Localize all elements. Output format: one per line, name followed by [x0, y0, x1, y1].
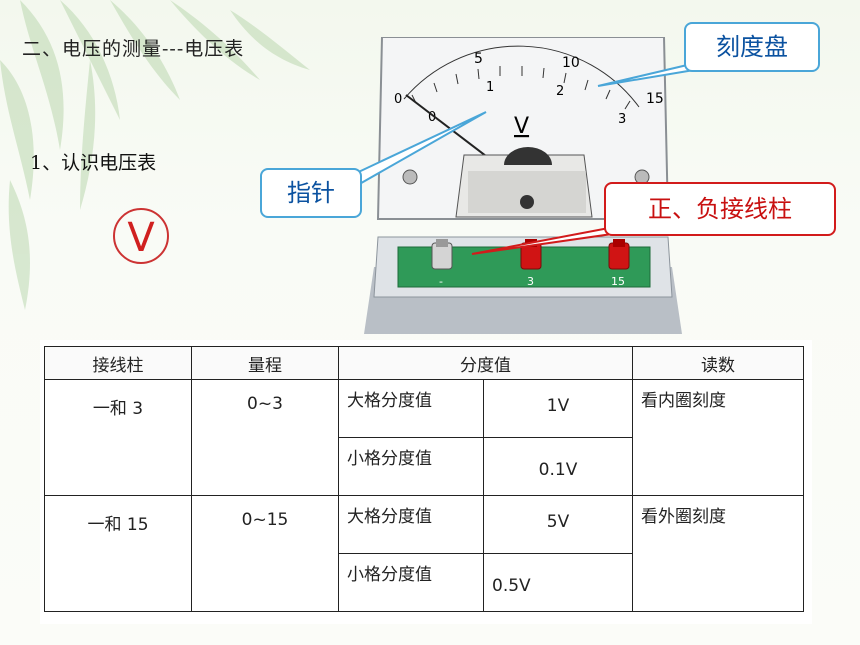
- callout-dial: 刻度盘: [684, 22, 820, 72]
- cell-terminal: 一和 15: [44, 495, 192, 612]
- callout-pointer: 指针: [260, 168, 362, 218]
- cell-big-label: 大格分度值: [338, 379, 484, 438]
- terminal-label-negative: -: [439, 275, 443, 288]
- cell-reading: 看内圈刻度: [632, 379, 804, 496]
- scale-label-15: 15: [646, 91, 664, 107]
- header-range: 量程: [191, 346, 339, 380]
- cell-range: 0~3: [191, 379, 339, 496]
- cell-small-value: 0.1V: [483, 437, 633, 496]
- scale-label-3: 3: [618, 112, 626, 127]
- cell-small-label: 小格分度值: [338, 553, 484, 612]
- section-heading: 二、电压的测量---电压表: [22, 38, 245, 60]
- scale-label-1: 1: [486, 80, 494, 95]
- cell-small-label: 小格分度值: [338, 437, 484, 496]
- cell-terminal: 一和 3: [44, 379, 192, 496]
- willow-leaves-decoration: [0, 0, 310, 310]
- scale-label-2: 2: [556, 84, 564, 99]
- terminal-negative: [431, 239, 453, 270]
- scale-label-10: 10: [562, 55, 580, 71]
- table-row: 小格分度值 0.5V: [45, 553, 804, 612]
- cell-big-value: 5V: [483, 495, 633, 554]
- table-header-row: 接线柱 量程 分度值 读数: [44, 346, 804, 380]
- cell-big-value: 1V: [483, 379, 633, 438]
- unit-label: V: [514, 114, 529, 139]
- scale-label-5: 5: [474, 51, 483, 67]
- header-division: 分度值: [338, 346, 633, 380]
- terminal-3: [520, 239, 542, 270]
- voltmeter-symbol: V: [113, 208, 169, 264]
- table-row: 一和 3 0~3 大格分度值 1V 看内圈刻度: [44, 379, 804, 496]
- scale-zero-outer: 0: [394, 92, 402, 107]
- table-row: 一和 15 0~15 大格分度值 5V 看外圈刻度: [44, 495, 804, 612]
- cell-big-label: 大格分度值: [338, 495, 484, 554]
- terminal-label-3: 3: [527, 275, 534, 288]
- screw-left: [402, 169, 418, 185]
- cell-small-value: 0.5V: [483, 553, 633, 612]
- cell-range: 0~15: [191, 495, 339, 612]
- header-reading: 读数: [632, 346, 804, 380]
- table-row: 小格分度值 0.1V: [45, 437, 804, 496]
- subheading: 1、认识电压表: [30, 152, 157, 174]
- voltmeter-range-table: 接线柱 量程 分度值 读数 一和 3 0~3 大格分度值 1V 看内圈刻度 小格…: [44, 346, 804, 612]
- terminal-label-15: 15: [611, 275, 625, 288]
- cell-reading: 看外圈刻度: [632, 495, 804, 612]
- terminal-15: [608, 239, 630, 270]
- header-terminal: 接线柱: [44, 346, 192, 380]
- callout-terminals: 正、负接线柱: [604, 182, 836, 236]
